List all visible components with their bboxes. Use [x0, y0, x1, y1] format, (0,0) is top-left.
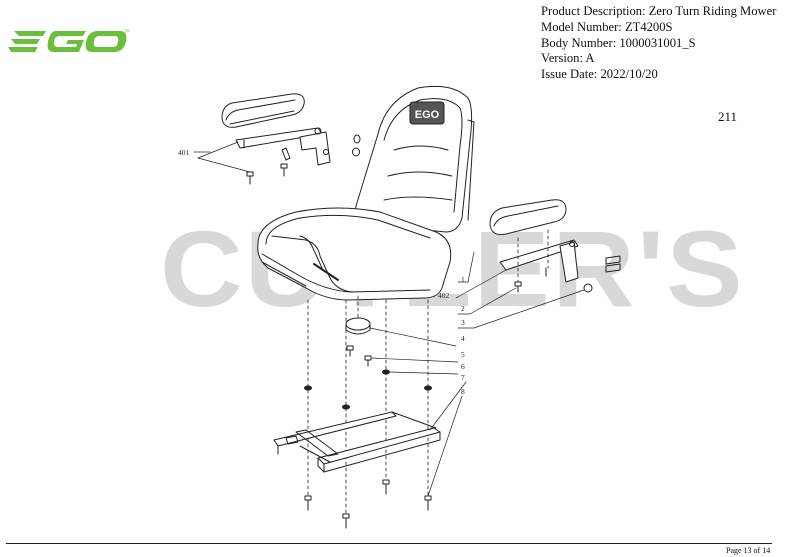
callout-4: 4: [461, 334, 465, 343]
body-number: Body Number: 1000031001_S: [541, 35, 696, 50]
ego-logo: TM: [8, 28, 130, 52]
trademark-mark: TM: [124, 28, 130, 33]
callout-5: 5: [461, 350, 465, 359]
version: Version: A: [541, 51, 595, 66]
seat-slide-rails: [273, 411, 441, 473]
right-armrest: [489, 199, 567, 235]
page-number: Page 13 of 14: [726, 546, 771, 555]
diagram-code: 211: [718, 109, 738, 124]
callout-2: 2: [461, 304, 465, 313]
callout-401: 401: [178, 148, 190, 157]
seat-back: EGO: [355, 85, 475, 233]
product-description: Product Description: Zero Turn Riding Mo…: [541, 4, 777, 18]
left-armrest-bracket: [235, 127, 331, 166]
assembly-centerlines: [307, 229, 549, 517]
seat-cushion: [257, 207, 452, 301]
leader-lines: [193, 141, 585, 497]
callout-3: 3: [461, 318, 465, 327]
right-armrest-bracket: [499, 239, 621, 293]
callout-6: 6: [461, 362, 465, 371]
callout-8: 8: [461, 387, 465, 396]
seat-switch: [345, 317, 389, 374]
seat-back-logo: EGO: [415, 109, 440, 121]
left-armrest: [221, 93, 305, 128]
callouts: 401 402 1 2 3 4 5 6 7 8: [178, 148, 465, 396]
callout-7: 7: [461, 373, 465, 382]
callout-402: 402: [438, 291, 450, 300]
bottom-bolts: [304, 479, 432, 529]
model-number: Model Number: ZT4200S: [541, 19, 673, 34]
washers: [304, 369, 432, 410]
header-info: Product Description: Zero Turn Riding Mo…: [541, 4, 776, 83]
issue-date: Issue Date: 2022/10/20: [541, 67, 658, 82]
left-hardware: [246, 134, 361, 185]
footer-rule: [6, 543, 772, 544]
callout-1: 1: [461, 275, 465, 284]
watermark: CUTLER'S: [160, 208, 745, 329]
